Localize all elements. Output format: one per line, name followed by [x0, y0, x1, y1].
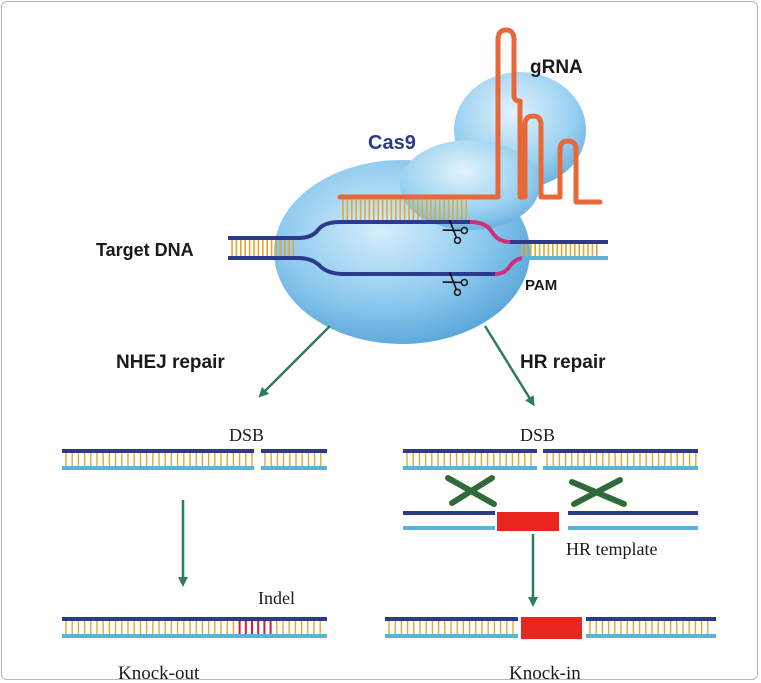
hr-repair-label: HR repair [520, 352, 606, 373]
pam-label: PAM [525, 277, 557, 294]
nhej-arrow [258, 325, 331, 398]
hr-dsb-dna [403, 449, 698, 470]
hr-template-label: HR template [566, 539, 657, 559]
knockout-dna [62, 617, 327, 638]
grna-strand [337, 27, 603, 205]
crossover-left [445, 475, 497, 507]
indel-label: Indel [258, 588, 295, 608]
nhej-dsb-dna [62, 449, 327, 470]
hr-arrow [483, 325, 535, 407]
grna-label: gRNA [530, 57, 583, 78]
dsb-label-right: DSB [520, 425, 555, 445]
knockin-dna [385, 617, 716, 638]
hr-template-dna [403, 511, 698, 530]
crossover-right [569, 477, 627, 507]
cas9-label: Cas9 [368, 132, 416, 154]
dsb-label-left: DSB [229, 425, 264, 445]
target-dna-rungs [231, 240, 598, 256]
target-dna [228, 220, 608, 276]
scissors-icon [442, 271, 469, 297]
target-dna-label: Target DNA [96, 240, 194, 260]
cas9-protein [274, 72, 586, 344]
grna-rungs [342, 200, 468, 220]
knock-out-label: Knock-out [118, 663, 200, 683]
hr-template-insert [497, 512, 559, 531]
scissors-icon [442, 219, 469, 245]
knock-in-label: Knock-in [509, 663, 581, 683]
knockin-insert [521, 617, 582, 639]
nhej-repair-label: NHEJ repair [116, 352, 225, 373]
